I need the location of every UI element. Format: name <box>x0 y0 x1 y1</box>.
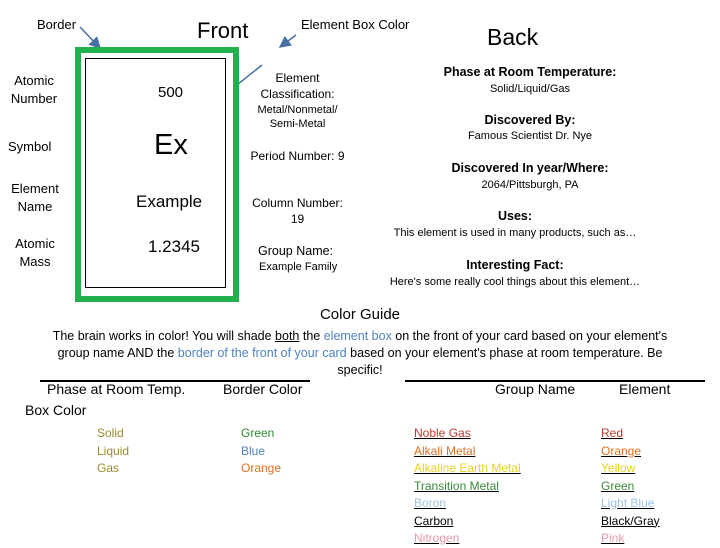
fact-value: Here's some really cool things about thi… <box>389 276 641 288</box>
phase-item: Solid <box>97 426 124 440</box>
group-name-item: Alkaline Earth Metal <box>414 461 521 475</box>
element-color-item: Orange <box>601 443 642 458</box>
column-value: 19 <box>290 212 305 226</box>
group-name-item: Boron <box>414 496 447 510</box>
group-name-item: Carbon <box>414 513 454 528</box>
fact-label: Interesting Fact: <box>466 258 564 272</box>
element-color-item: Green <box>601 478 635 493</box>
symbol-label: Symbol <box>8 139 52 154</box>
col-box-color-header: Box Color <box>25 402 87 418</box>
border-arrow <box>79 26 102 50</box>
classification-value: Metal/Nonmetal/ Semi-Metal <box>257 104 338 130</box>
color-guide-title: Color Guide <box>319 306 401 323</box>
card-atomic-mass: 1.2345 <box>148 237 200 256</box>
front-heading: Front <box>197 18 249 43</box>
phase-list: Solid Liquid Gas <box>97 425 129 478</box>
phase-item: Gas <box>97 461 120 475</box>
element-color-item: Black/Gray <box>601 513 660 528</box>
atomic-number-label: Atomic Number <box>10 73 58 106</box>
discovered-by-label: Discovered By: <box>484 113 576 127</box>
element-color-item: Red <box>601 426 624 440</box>
col-element-header: Element <box>619 381 671 397</box>
guide-text-both: both <box>275 329 300 343</box>
phase-value: Solid/Liquid/Gas <box>489 83 571 95</box>
period-value: 9 <box>337 149 345 163</box>
atomic-mass-label: Atomic Mass <box>15 236 55 269</box>
guide-text-4: group name AND the <box>57 346 178 360</box>
border-color-item: Blue <box>241 443 266 458</box>
period-label: Period Number: <box>250 149 335 163</box>
guide-text-2: the <box>299 329 324 343</box>
column-label: Column Number: <box>252 196 343 210</box>
group-name-item: Alkali Metal <box>414 443 476 458</box>
card-element-name: Example <box>136 192 203 211</box>
card-symbol: Ex <box>154 129 188 161</box>
back-heading: Back <box>487 24 539 50</box>
col-phase-header: Phase at Room Temp. <box>47 381 186 397</box>
card-border <box>75 47 239 302</box>
guide-text-3: on the front of your card based on your … <box>391 329 668 343</box>
border-color-list: Green Blue Orange <box>241 425 281 478</box>
phase-label: Phase at Room Temperature: <box>443 65 617 79</box>
box-color-label: Element Box Color <box>301 17 410 32</box>
guide-text-6: specific! <box>337 363 383 377</box>
element-box <box>85 58 226 288</box>
guide-text-border: border of the front of your card <box>177 346 347 360</box>
color-guide-paragraph: The brain works in color! You will shade… <box>20 328 700 379</box>
header-rule-left <box>40 380 310 382</box>
element-name-label: Element Name <box>11 181 59 214</box>
header-rule-right <box>405 380 705 382</box>
guide-text-1: The brain works in color! You will shade <box>52 329 276 343</box>
group-name-item: Nitrogen <box>414 531 460 545</box>
discovered-by-value: Famous Scientist Dr. Nye <box>467 130 593 142</box>
box-color-arrow <box>278 34 297 48</box>
guide-text-5: based on your element's phase at room te… <box>346 346 663 360</box>
col-border-color-header: Border Color <box>223 381 303 397</box>
group-value: Example Family <box>259 261 338 273</box>
group-name-item: Transition Metal <box>414 478 499 493</box>
card-atomic-number: 500 <box>158 84 184 101</box>
group-label: Group Name: <box>258 244 334 258</box>
guide-text-element-box: element box <box>323 329 392 343</box>
element-color-item: Light Blue <box>601 496 655 510</box>
discovered-in-value: 2064/Pittsburgh, PA <box>481 179 579 191</box>
border-color-item: Orange <box>241 461 282 475</box>
col-group-name-header: Group Name <box>495 381 576 397</box>
classification-label: Element Classification: <box>260 71 335 101</box>
column-block: Column Number: 19 <box>245 195 350 227</box>
phase-item: Liquid <box>97 443 130 458</box>
uses-value: This element is used in many products, s… <box>393 227 637 239</box>
border-color-item: Green <box>241 426 275 440</box>
border-label: Border <box>37 17 77 32</box>
element-color-item: Pink <box>601 531 625 545</box>
uses-label: Uses: <box>497 209 533 223</box>
group-name-item: Noble Gas <box>414 426 471 440</box>
period-block: Period Number: 9 <box>245 148 350 164</box>
element-color-item: Yellow <box>601 461 636 475</box>
discovered-in-label: Discovered In year/Where: <box>451 161 609 175</box>
